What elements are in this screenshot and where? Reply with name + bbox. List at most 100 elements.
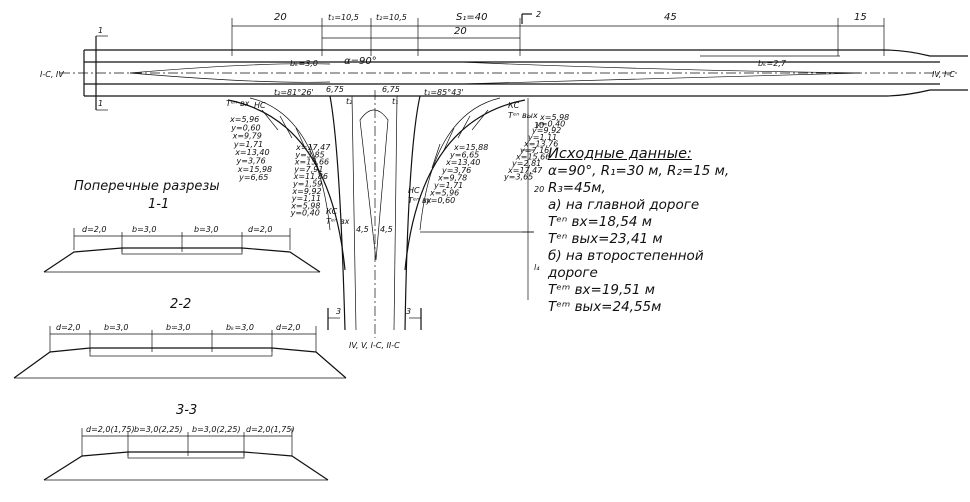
width-label-4: 4,5 xyxy=(380,225,393,234)
coord-value: y=6,65 xyxy=(238,173,268,182)
coord-value: x=15,66 xyxy=(515,153,550,162)
source-data-notes: Исходные данные: α=90°, R₁=30 м, R₂=15 м… xyxy=(548,146,748,316)
road-label-right: IV, I-C xyxy=(932,70,955,79)
width-label-2: 6,75 xyxy=(382,85,400,94)
coord-value: y=0,60 xyxy=(230,123,260,132)
t1-angle-label: t₁=85°43' xyxy=(424,88,464,97)
coord-value: y=7,91 xyxy=(293,165,323,174)
coord-value: x=11,86 xyxy=(293,172,328,181)
s22-dim-d-left: d=2,0 xyxy=(56,323,81,332)
cross-sections: Поперечные разрезы 1-1 d=2,0 b=3,0 b=3,0… xyxy=(13,179,347,481)
notes-line: α=90°, R₁=30 м, R₂=15 м, xyxy=(548,163,730,179)
coord-value: y=1,59 xyxy=(292,180,322,189)
coords-right-lower: x=15,88y=6,65x=13,40y=3,76x=9,78y=1,71x=… xyxy=(425,143,488,205)
s11-dim-b-right: b=3,0 xyxy=(194,225,219,234)
coord-value: x=15,66 xyxy=(294,158,329,167)
curve-label-nc-left: НС xyxy=(254,101,266,110)
notes-line: Tᵉᵐ вх=19,51 м xyxy=(548,282,655,298)
section-2-2-name: 2-2 xyxy=(170,297,191,312)
t1-label: t₁ xyxy=(392,97,398,106)
section-1-1-name: 1-1 xyxy=(148,197,169,212)
t2-label: t₂ xyxy=(346,97,353,106)
section-3-3-name: 3-3 xyxy=(176,403,197,418)
road-label-left: I-C, IV xyxy=(40,70,64,79)
s11-dim-b-left: b=3,0 xyxy=(132,225,157,234)
coord-value: x=13,40 xyxy=(445,158,480,167)
coord-value: y=3,76 xyxy=(236,157,266,166)
notes-line: а) на главной дороге xyxy=(548,197,700,213)
notes-title: Исходные данные: xyxy=(548,146,692,162)
section-mark-3-left: 3 xyxy=(336,307,341,316)
coords-left-upper: x=5,96y=0,60x=9,79y=1,71x=13,40y=3,76x=1… xyxy=(229,115,272,182)
coord-value: y=1,11 xyxy=(291,194,321,203)
coord-value: x=13,40 xyxy=(234,148,269,157)
coord-value: x=9,79 xyxy=(232,132,262,141)
s11-dim-d-right: d=2,0 xyxy=(248,225,273,234)
coords-left-lower: x=17,47y=3,85x=15,66y=7,91x=11,86y=1,59x… xyxy=(290,143,332,218)
coord-value: y=6,65 xyxy=(449,151,479,160)
s22-dim-b-mid: b=3,0 xyxy=(166,323,191,332)
sections-title: Поперечные разрезы xyxy=(74,179,220,194)
notes-line: б) на второстепенной xyxy=(548,248,704,264)
side-dim-20: 20 xyxy=(534,185,544,194)
section-mark-3-right: 3 xyxy=(406,307,411,316)
s33-dim-b-left: b=3,0(2,25) xyxy=(134,425,183,434)
notes-line: дороге xyxy=(548,265,598,281)
s33-dim-d-right: d=2,0(1,75) xyxy=(246,425,295,434)
coord-value: x=5,96 xyxy=(429,189,459,198)
s33-dim-b-right: b=3,0(2,25) xyxy=(192,425,241,434)
curve-label-kc-right: КС xyxy=(508,101,520,110)
coord-value: x=5,98 xyxy=(290,201,320,210)
section-2-2: d=2,0 b=3,0 b=3,0 bₖ=3,0 d=2,0 xyxy=(13,323,347,379)
section-mark-1-bottom: 1 xyxy=(98,99,103,108)
dim-15: 15 xyxy=(854,12,867,23)
coord-value: x=5,98 xyxy=(539,113,569,122)
t2-angle-label: t₂=81°26' xyxy=(274,88,314,97)
coord-value: y=0,60 xyxy=(425,196,455,205)
coord-value: y=7,16 xyxy=(519,146,549,155)
curve-label-nc-right: НС xyxy=(408,186,420,195)
coord-value: y=2,81 xyxy=(511,159,541,168)
bk-right-label: bₖ=2,7 xyxy=(758,59,787,68)
section-3-3: d=2,0(1,75) b=3,0(2,25) b=3,0(2,25) d=2,… xyxy=(43,425,329,481)
coord-value: y=3,76 xyxy=(441,166,471,175)
coord-value: x=15,98 xyxy=(237,165,272,174)
curve-label-tvx-lower: Tᵉⁿ вх xyxy=(326,217,350,226)
coord-value: y=3,65 xyxy=(503,172,533,181)
notes-line: Tᵉⁿ вх=18,54 м xyxy=(548,214,652,230)
width-label-1: 6,75 xyxy=(326,85,344,94)
dim-t2: t₂=10,5 xyxy=(376,13,407,22)
coord-value: x=9,92 xyxy=(291,187,321,196)
section-mark-2: 2 xyxy=(536,10,541,19)
width-label-3: 4,5 xyxy=(356,225,369,234)
curve-label-tvyx-right: Tᵉⁿ вых xyxy=(508,111,538,120)
coord-value: y=9,92 xyxy=(531,126,561,135)
curve-label-kc-left: КС xyxy=(326,207,338,216)
plan-labels: 20 t₁=10,5 t₂=10,5 S₁=40 45 15 20 1 1 2 … xyxy=(40,10,955,350)
notes-line: R₃=45м, xyxy=(548,180,606,196)
coords-right-upper: x=5,98y=0,40y=9,92y=1,11x=13,76y=7,16x=1… xyxy=(503,113,569,181)
curve-label-tvx-right: Tᵉⁿ вх xyxy=(408,196,432,205)
bk-left-label: bₖ=3,0 xyxy=(290,59,318,68)
notes-line: Tᵉᵐ вых=24,55м xyxy=(548,299,662,315)
angle-label: α=90° xyxy=(344,56,377,67)
s22-dim-bk: bₖ=3,0 xyxy=(226,323,254,332)
section-mark-1-top: 1 xyxy=(98,26,103,35)
main-road-plan xyxy=(60,13,968,338)
road-label-bottom: IV, V, I-C, II-C xyxy=(349,341,400,350)
side-dim-10: 10 xyxy=(534,121,544,130)
coord-value: x=15,88 xyxy=(453,143,488,152)
s22-dim-b-left: b=3,0 xyxy=(104,323,129,332)
coord-value: y=0,40 xyxy=(290,209,320,218)
s22-dim-d-right: d=2,0 xyxy=(276,323,301,332)
section-1-1: d=2,0 b=3,0 b=3,0 d=2,0 xyxy=(43,225,321,273)
notes-line: Tᵉⁿ вых=23,41 м xyxy=(548,231,663,247)
s33-dim-d-left: d=2,0(1,75) xyxy=(86,425,135,434)
coord-value: x=13,76 xyxy=(523,139,558,148)
dim-20: 20 xyxy=(274,12,287,23)
side-dim-l4: l₄ xyxy=(534,263,540,272)
curve-label-tvx-left: Tᵉⁿ вх xyxy=(226,99,250,108)
coord-value: y=0,40 xyxy=(535,120,565,129)
s11-dim-d-left: d=2,0 xyxy=(82,225,107,234)
